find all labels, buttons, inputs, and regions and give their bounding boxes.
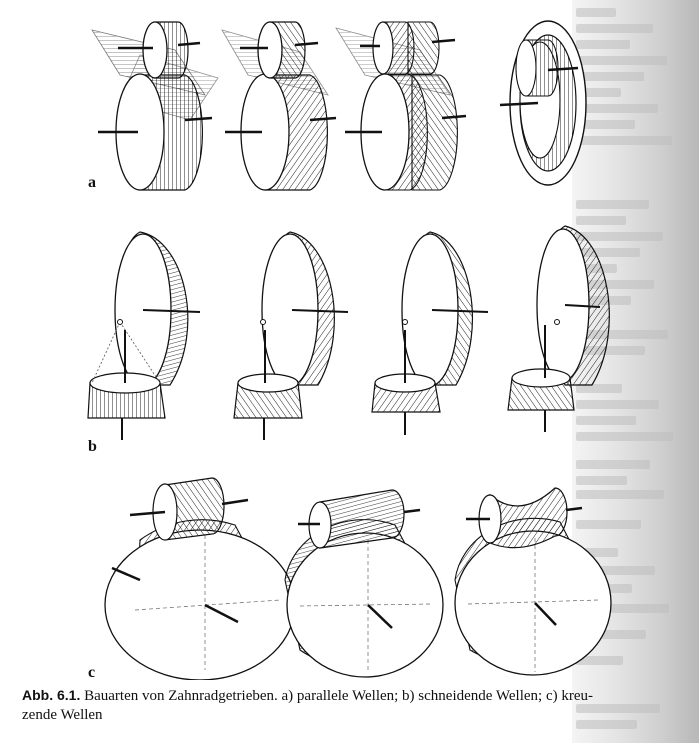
herringbone-gear-pair <box>335 21 467 191</box>
facing-page-text-mark <box>576 280 654 289</box>
facing-page-text-mark <box>576 120 635 129</box>
bevel-gear-spiral <box>233 231 349 440</box>
helical-gear-pair <box>221 21 337 191</box>
facing-page-text-mark <box>576 136 672 145</box>
caption-label: Abb. 6.1. <box>22 687 81 703</box>
facing-page-text-mark <box>576 40 630 49</box>
bevel-gear-curved <box>507 225 610 432</box>
gear-figure <box>87 20 612 680</box>
facing-page-text-mark <box>576 566 655 575</box>
facing-page-text-mark <box>576 604 669 613</box>
facing-page-text-mark <box>576 548 618 557</box>
worm-gear-cylindrical <box>284 489 444 678</box>
figure-caption: Abb. 6.1. Bauarten von Zahnradgetrieben.… <box>22 686 682 725</box>
facing-page-text-mark <box>576 104 658 113</box>
facing-page-text-mark <box>576 656 623 665</box>
facing-page-text-mark <box>576 200 649 209</box>
facing-page-text-mark <box>576 432 673 441</box>
facing-page-text-mark <box>576 72 644 81</box>
facing-page-text-mark <box>576 460 650 469</box>
facing-page-text-mark <box>576 400 659 409</box>
facing-page-text-mark <box>576 630 646 639</box>
spur-gear-pair <box>91 21 219 191</box>
facing-page-text-mark <box>576 330 668 339</box>
facing-page-text-mark <box>576 216 626 225</box>
caption-text: Bauarten von Zahnradgetrieben. a) parall… <box>84 688 593 704</box>
facing-page-text-mark <box>576 416 636 425</box>
facing-page-text-mark <box>576 56 667 65</box>
facing-page-text-mark <box>576 88 621 97</box>
row-label-a: a <box>88 174 96 191</box>
facing-page-text-mark <box>576 720 637 729</box>
facing-page-text-mark <box>576 704 660 713</box>
worm-gear-globoid <box>454 487 612 676</box>
crossed-helical-gears <box>104 477 296 680</box>
facing-page-text-mark <box>576 346 645 355</box>
facing-page-text-mark <box>576 24 653 33</box>
row-label-b: b <box>88 438 97 455</box>
facing-page-text-mark <box>576 520 641 529</box>
bevel-gear-straight <box>87 231 201 440</box>
bevel-gear-herringbone <box>371 231 489 435</box>
facing-page-text-mark <box>576 8 616 17</box>
row-label-c: c <box>88 664 96 681</box>
facing-page-text-mark <box>576 476 627 485</box>
facing-page-text-mark <box>576 490 664 499</box>
internal-gear <box>499 20 587 186</box>
facing-page-text-mark <box>576 232 663 241</box>
facing-page-text-mark <box>576 248 640 257</box>
facing-page-text-mark <box>576 384 622 393</box>
caption-continuation: zende Wellen <box>22 707 103 723</box>
